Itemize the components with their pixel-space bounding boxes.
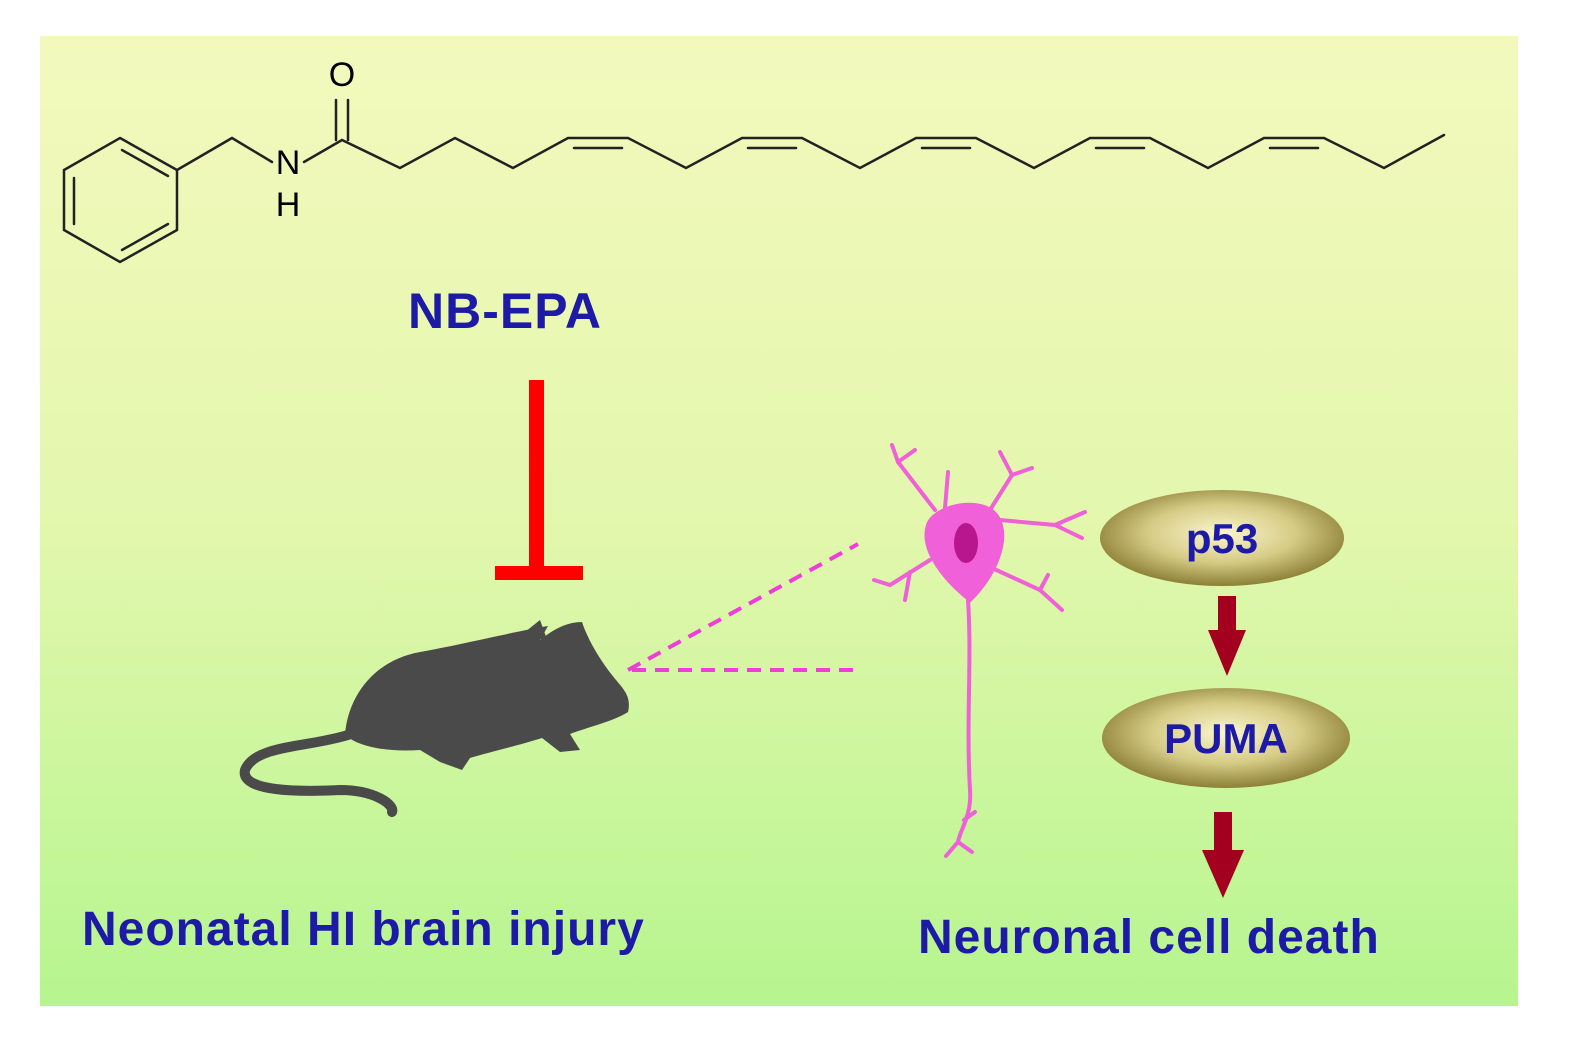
nitrogen-atom: N xyxy=(276,144,301,182)
benzene-ring xyxy=(62,136,179,264)
outcome-label: Neuronal cell death xyxy=(918,911,1380,964)
chemical-structure xyxy=(62,98,1446,264)
hydrogen-atom: H xyxy=(276,186,301,224)
p53-node xyxy=(1100,490,1344,586)
mouse-icon xyxy=(239,620,629,817)
neuron-nucleus xyxy=(954,523,978,563)
compound-label: NB-EPA xyxy=(408,283,602,339)
p53-label: p53 xyxy=(1186,515,1258,562)
pathway-arrow-2 xyxy=(1202,812,1244,898)
puma-node xyxy=(1102,688,1350,788)
oxygen-atom: O xyxy=(329,56,355,94)
puma-label: PUMA xyxy=(1164,715,1288,762)
zoom-lines xyxy=(627,542,860,672)
inhibition-symbol xyxy=(495,380,583,580)
neuron-icon xyxy=(872,443,1087,858)
polyunsaturated-chain xyxy=(340,133,1446,170)
injury-label: Neonatal HI brain injury xyxy=(82,903,645,956)
pathway-arrow-1 xyxy=(1208,596,1246,676)
